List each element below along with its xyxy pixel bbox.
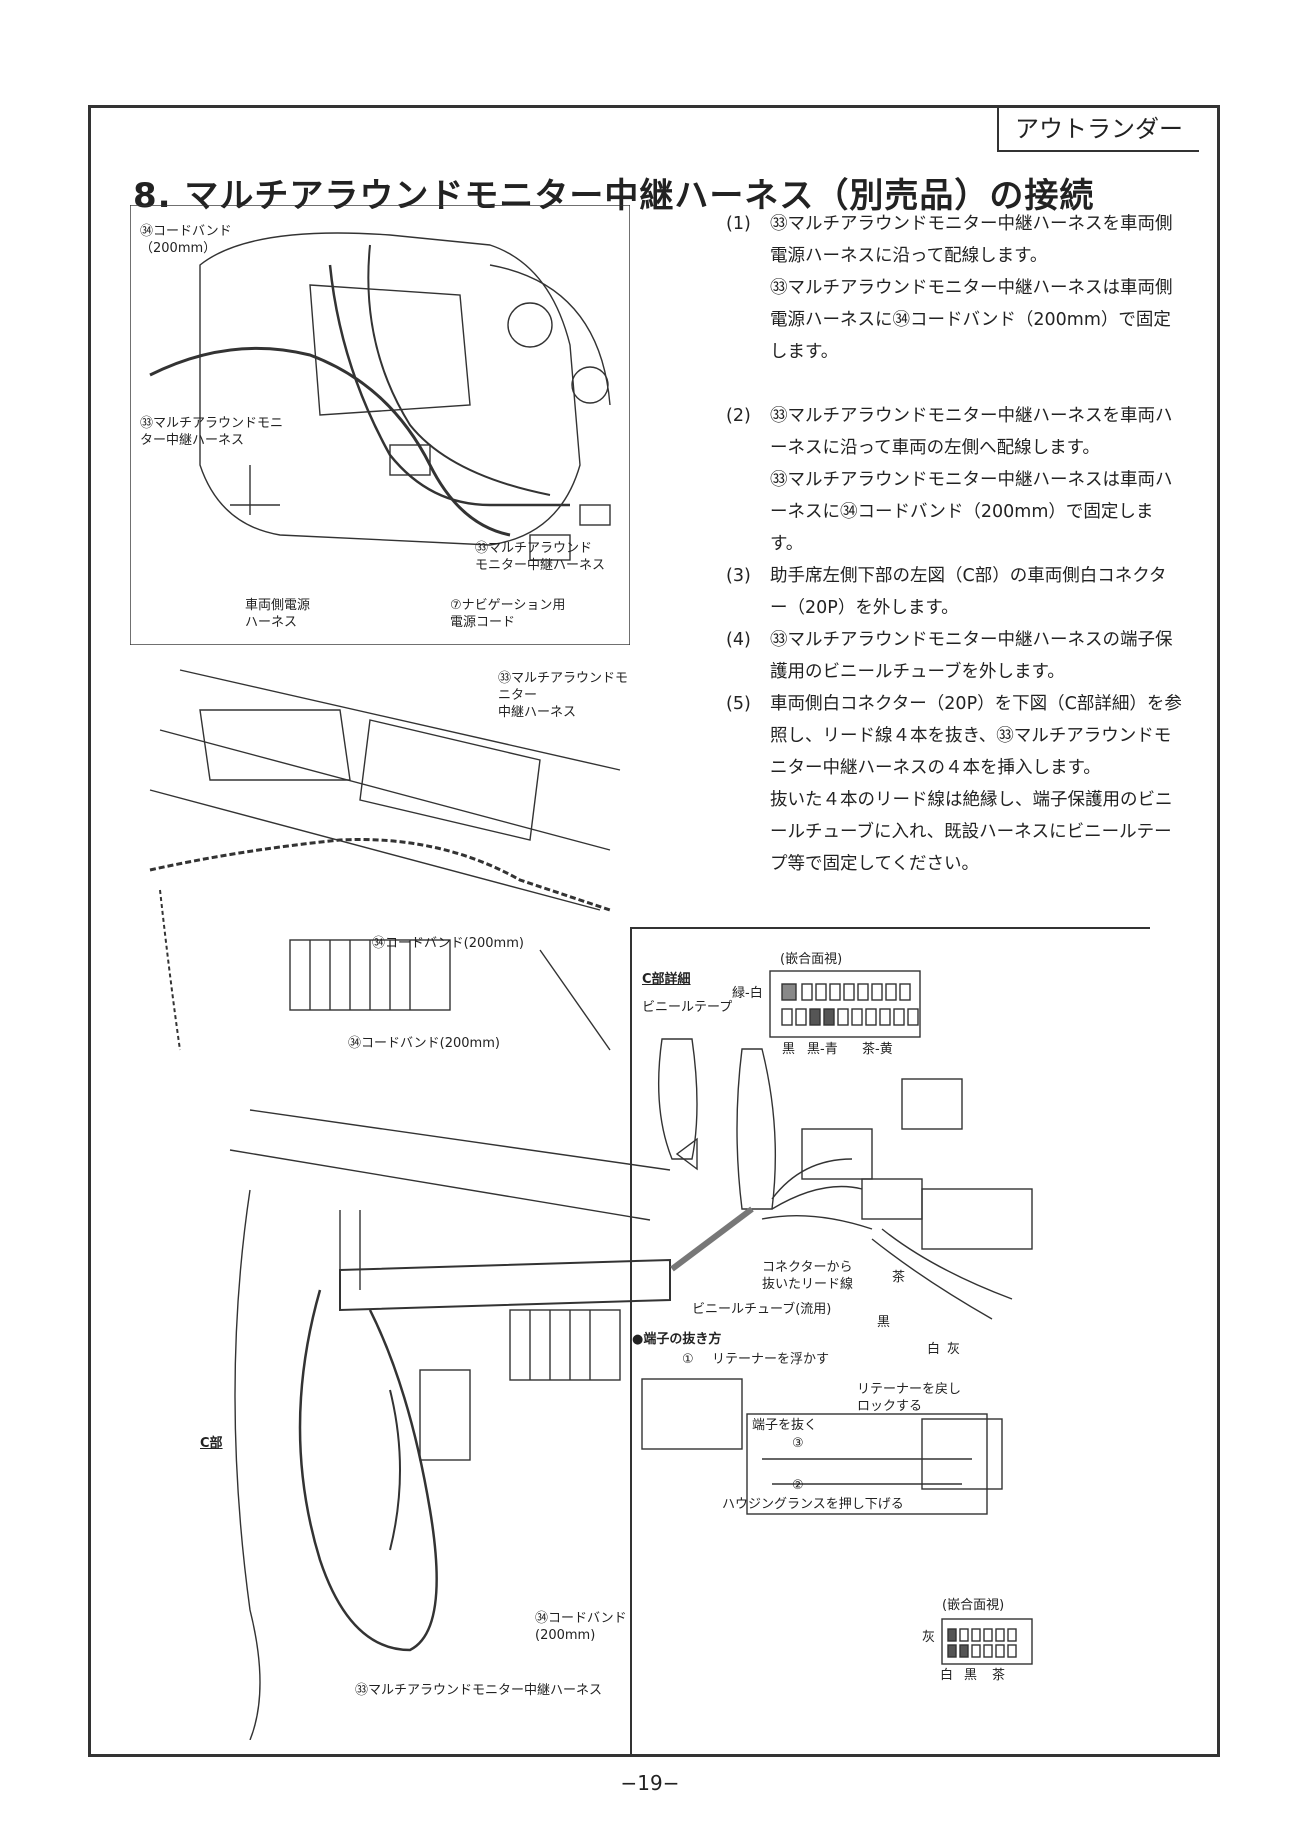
label-vehicle-power: 車両側電源 ハーネス [245, 598, 311, 630]
label-black: 黒 [782, 1042, 796, 1057]
how-to-remove-title: ●端子の抜き方 [632, 1332, 722, 1347]
label-harness-right: ㉝マルチアラウンド モニター中継ハーネス [475, 541, 606, 573]
c-part-detail-title: C部詳細 [642, 972, 691, 987]
step-text: ㉝マルチアラウンドモニター中継ハーネスを車両側電源ハーネスに沿って配線します。 … [770, 214, 1173, 362]
step-text: 車両側白コネクター（20P）を下図（C部詳細）を参照し、リード線４本を抜き、㉝マ… [770, 694, 1182, 874]
label-white: 白 [927, 1342, 941, 1357]
label-nav-power: ⑦ナビゲーション用 電源コード [450, 598, 566, 630]
step-1: (1) ㉝マルチアラウンドモニター中継ハーネスを車両側電源ハーネスに沿って配線し… [726, 208, 1184, 368]
under-dash-drawing [149, 669, 621, 1051]
label-c-part: C部 [200, 1436, 223, 1451]
label-bottom-brown: 茶 [992, 1668, 1006, 1683]
step-text: 助手席左側下部の左図（C部）の車両側白コネクター（20P）を外します。 [770, 566, 1167, 618]
label-cord-band: ㉞コードバンド （200mm） [140, 224, 232, 256]
step-number: (4) [726, 630, 751, 650]
label-black-2: 黒 [877, 1315, 891, 1330]
label-harness: ㉝マルチアラウンドモニター中継ハーネス [355, 1683, 603, 1698]
c-part-detail-drawing [641, 970, 1033, 1665]
figure-lower-passenger: C部 ㉞コードバンド (200mm) ㉝マルチアラウンドモニター中継ハーネス [190, 1090, 690, 1740]
page-number: −19− [620, 1771, 680, 1795]
step-3-marker: ③ [792, 1436, 804, 1451]
lower-passenger-drawing [229, 1109, 671, 1740]
step-2: (2) ㉝マルチアラウンドモニター中継ハーネスを車両ハーネスに沿って車両の左側へ… [726, 400, 1184, 560]
label-green-white: 緑-白 [732, 986, 763, 1001]
step-3: (3) 助手席左側下部の左図（C部）の車両側白コネクター（20P）を外します。 [726, 560, 1184, 624]
label-harness: ㉝マルチアラウンドモニター 中継ハーネス [498, 671, 629, 720]
label-bottom-black: 黒 [964, 1668, 978, 1683]
model-tab: アウトランダー [997, 108, 1199, 152]
instruction-steps: (1) ㉝マルチアラウンドモニター中継ハーネスを車両側電源ハーネスに沿って配線し… [726, 208, 1184, 880]
label-cord-band: ㉞コードバンド (200mm) [535, 1611, 627, 1643]
page-frame: アウトランダー 8. マルチアラウンドモニター中継ハーネス（別売品）の接続 (1… [88, 105, 1220, 1757]
label-band-2: ㉞コードバンド(200mm) [348, 1036, 500, 1051]
c-part-detail-box: (嵌合面視) C部詳細 緑-白 ビニールテープ 黒 黒-青 茶-黄 コネクターか… [630, 927, 1150, 1757]
step-text: ㉝マルチアラウンドモニター中継ハーネスの端子保護用のビニールチューブを外します。 [770, 630, 1173, 682]
label-vinyl-tube: ビニールチューブ(流用) [692, 1302, 832, 1317]
figure-dash-harness: ㉞コードバンド （200mm） ㉝マルチアラウンドモニ ター中継ハーネス ㉝マル… [130, 205, 630, 645]
step-4: (4) ㉝マルチアラウンドモニター中継ハーネスの端子保護用のビニールチューブを外… [726, 624, 1184, 688]
label-pull-terminal: 端子を抜く [752, 1418, 818, 1433]
label-harness-left: ㉝マルチアラウンドモニ ター中継ハーネス [140, 416, 284, 448]
label-brown-yellow: 茶-黄 [862, 1042, 893, 1057]
step-number: (2) [726, 406, 751, 426]
step-1-marker: ① [682, 1352, 694, 1367]
step-number: (3) [726, 566, 751, 586]
step-number: (5) [726, 694, 751, 714]
view-label-top: (嵌合面視) [780, 952, 843, 967]
step-number: (1) [726, 214, 751, 234]
label-retainer-lock: リテーナーを戻し ロックする [857, 1382, 962, 1414]
figure-under-dash: ㉝マルチアラウンドモニター 中継ハーネス ㉞コードバンド(200mm) ㉞コード… [140, 650, 640, 1070]
label-retainer-float: リテーナーを浮かす [712, 1352, 830, 1367]
dash-harness-drawing [130, 205, 630, 645]
label-removed-leads: コネクターから 抜いたリード線 [762, 1260, 854, 1292]
label-gray: 灰 [947, 1342, 961, 1357]
label-brown: 茶 [892, 1270, 906, 1285]
label-push-lance: ハウジングランスを押し下げる [722, 1497, 904, 1512]
step-text: ㉝マルチアラウンドモニター中継ハーネスを車両ハーネスに沿って車両の左側へ配線しま… [770, 406, 1173, 554]
label-black-blue: 黒-青 [807, 1042, 838, 1057]
label-bottom-gray: 灰 [922, 1630, 936, 1645]
step-5: (5) 車両側白コネクター（20P）を下図（C部詳細）を参照し、リード線４本を抜… [726, 688, 1184, 880]
step-2-marker: ② [792, 1478, 804, 1493]
label-bottom-white: 白 [940, 1668, 954, 1683]
label-vinyl-tape: ビニールテープ [642, 1000, 733, 1015]
label-band-1: ㉞コードバンド(200mm) [372, 936, 524, 951]
view-label-bottom: (嵌合面視) [942, 1598, 1005, 1613]
section-title: 8. マルチアラウンドモニター中継ハーネス（別売品）の接続 [133, 176, 1095, 216]
